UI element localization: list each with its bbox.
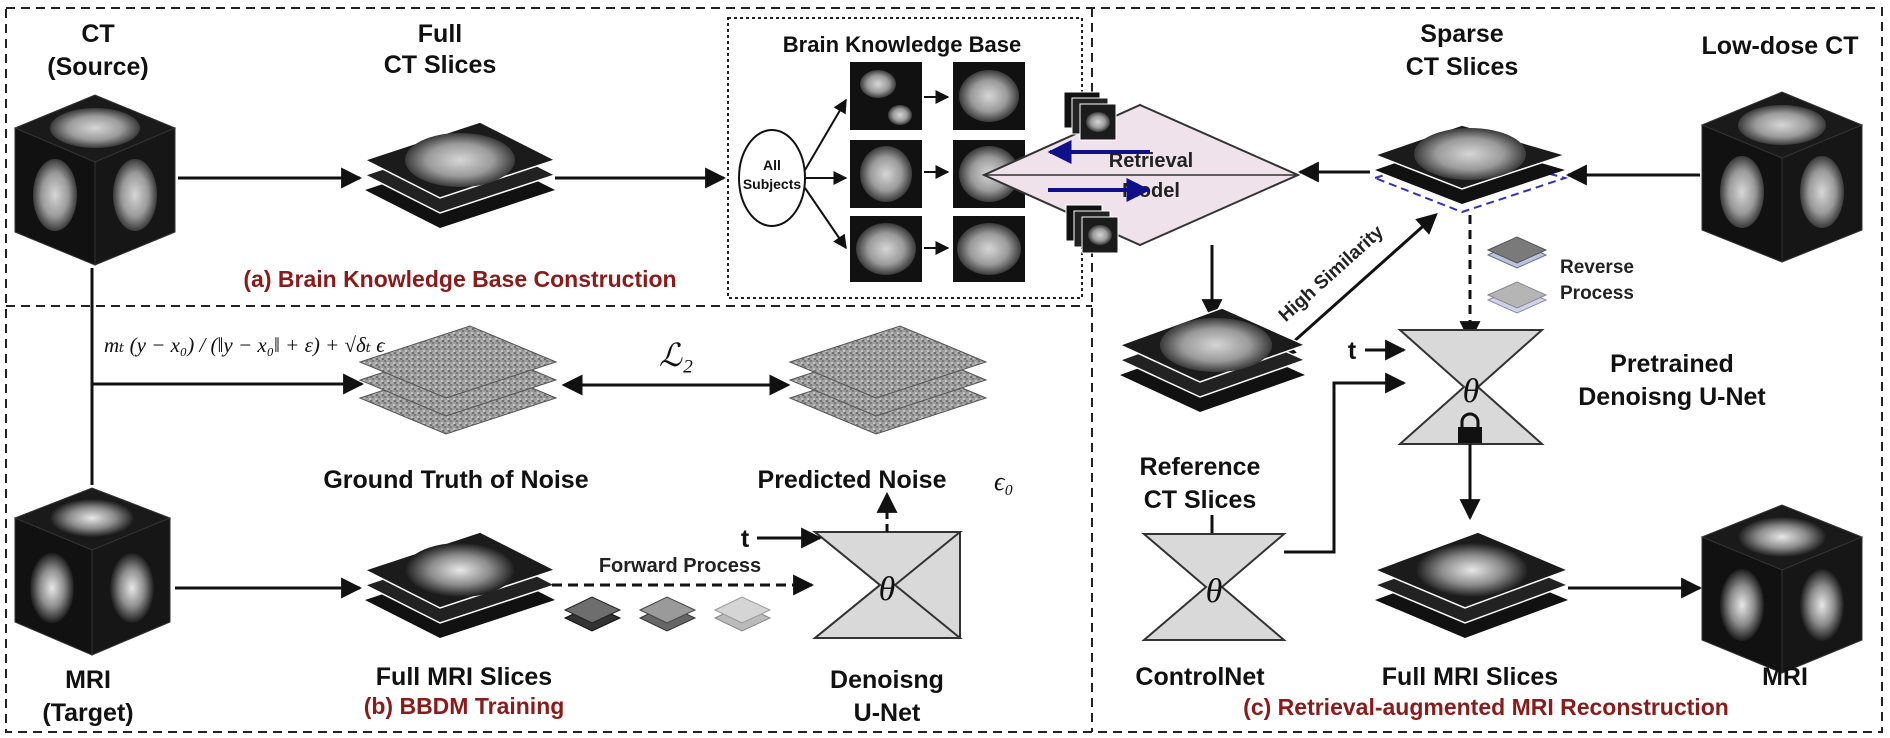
panel-b-title: (b) BBDM Training (364, 693, 565, 719)
full-ct-stack (363, 121, 557, 228)
predicted-noise-symbol: ϵ₀ (994, 467, 1014, 496)
ground-truth-noise-stack (358, 325, 558, 435)
ct-source-label-2: (Source) (47, 53, 148, 81)
full-ct-label-1: Full (418, 20, 462, 48)
full-mri-stack-left (363, 531, 557, 638)
full-mri-stack-right (1372, 531, 1571, 638)
forward-process-thumbnails (563, 596, 772, 632)
reference-ct-label-1: Reference (1140, 453, 1261, 481)
mri-target-label-1: MRI (65, 666, 111, 694)
panel-c-title: (c) Retrieval-augmented MRI Reconstructi… (1243, 694, 1729, 720)
sparse-ct-label-1: Sparse (1420, 20, 1503, 48)
denoising-unet-label-1: Denoisng (830, 666, 944, 694)
retrieval-thumbnails (1063, 91, 1119, 254)
reference-ct-label-2: CT Slices (1144, 486, 1257, 514)
t-input-label-bottom: t (741, 525, 750, 553)
full-mri-left-label: Full MRI Slices (376, 663, 552, 691)
controlnet (1141, 533, 1287, 641)
all-subjects-label-1: All (763, 157, 781, 173)
denoising-unet-label-2: U-Net (854, 699, 921, 727)
controlnet-to-unet-arrow (1284, 372, 1407, 554)
mri-output-cube (1700, 504, 1864, 674)
denoising-unet (812, 531, 963, 639)
knowledge-base-thumbnails (850, 62, 1025, 282)
denoising-unet-theta: θ (879, 571, 896, 608)
retrieval-model-label-1: Retrieval (1109, 150, 1194, 172)
reverse-process-label-2: Process (1560, 283, 1634, 304)
low-dose-ct-cube (1700, 91, 1864, 263)
pretrained-unet-label-1: Pretrained (1610, 350, 1734, 378)
t-input-label-top: t (1348, 337, 1357, 365)
full-ct-label-2: CT Slices (384, 51, 497, 79)
controlnet-theta: θ (1206, 573, 1223, 610)
outer-border (5, 7, 1883, 733)
full-mri-right-label: Full MRI Slices (1382, 663, 1558, 691)
predicted-noise-label: Predicted Noise (758, 466, 947, 494)
panel-a: CT (Source) Full CT Slices Brain Knowled… (13, 17, 1083, 299)
high-similarity-arrow (1274, 213, 1438, 359)
panel-b: mₜ (y − x₀) / (‖y − x₀‖ + ε) + √δₜ ϵ Gro… (13, 268, 1014, 727)
reverse-process-thumbnails (1486, 236, 1548, 314)
ct-source-cube (13, 94, 177, 266)
predicted-noise-stack (788, 325, 988, 435)
lock-icon (1458, 412, 1482, 443)
pretrained-unet-theta: θ (1463, 373, 1480, 410)
ct-source-label-1: CT (81, 20, 114, 48)
knowledge-base-branches (804, 90, 950, 255)
panel-c: Retrieval Model Sparse CT Slices Low-dos… (981, 20, 1864, 720)
reference-ct-stack (1118, 307, 1308, 412)
noise-formula: mₜ (y − x₀) / (‖y − x₀‖ + ε) + √δₜ ϵ (104, 333, 386, 357)
sparse-ct-stack (1372, 124, 1569, 214)
mri-target-label-2: (Target) (42, 699, 133, 727)
mri-output-label: MRI (1762, 663, 1808, 691)
loss-label: ℒ₂ (659, 337, 693, 373)
panel-a-title: (a) Brain Knowledge Base Construction (243, 266, 676, 292)
pretrained-unet (1397, 329, 1545, 445)
controlnet-label: ControlNet (1135, 663, 1265, 691)
forward-process-label: Forward Process (599, 555, 761, 577)
knowledge-base-title: Brain Knowledge Base (783, 32, 1021, 57)
all-subjects-node (738, 129, 806, 227)
ground-truth-noise-label: Ground Truth of Noise (323, 466, 588, 494)
mri-target-cube (13, 487, 172, 656)
sparse-ct-label-2: CT Slices (1406, 53, 1519, 81)
low-dose-ct-label: Low-dose CT (1702, 32, 1859, 60)
all-subjects-label-2: Subjects (743, 176, 802, 192)
pretrained-unet-label-2: Denoisng U-Net (1578, 383, 1766, 411)
reverse-process-label-1: Reverse (1560, 257, 1634, 278)
